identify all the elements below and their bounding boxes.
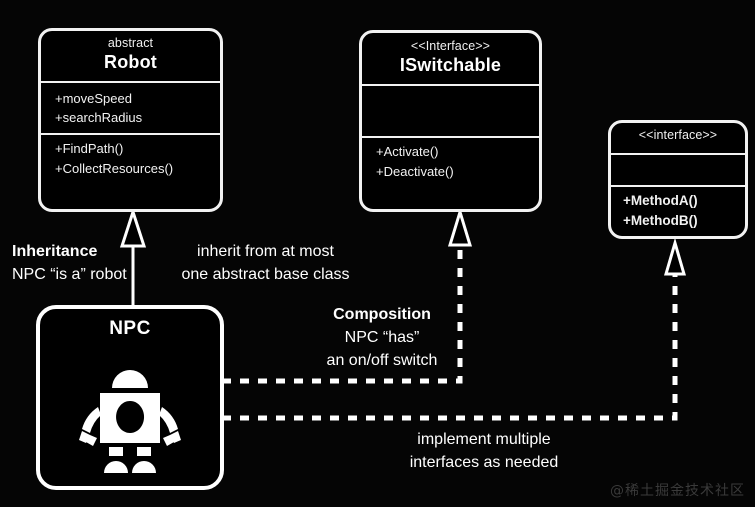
class-operations-iswitchable: +Activate() +Deactivate() bbox=[362, 138, 539, 185]
npc-label: NPC bbox=[109, 318, 151, 339]
class-box-robot[interactable]: abstract Robot +moveSpeed +searchRadius … bbox=[38, 28, 223, 212]
class-attribute: +moveSpeed bbox=[55, 90, 132, 106]
class-box-npc[interactable]: NPC bbox=[36, 305, 224, 490]
annotation-inherit-note: inherit from at most one abstract base c… bbox=[178, 240, 353, 286]
annotation-inheritance: Inheritance NPC “is a” robot bbox=[12, 240, 127, 286]
annotation-line: NPC “has” bbox=[344, 329, 420, 347]
class-operation: +Deactivate() bbox=[376, 163, 454, 179]
class-header-generic-interface: <<interface>> bbox=[611, 123, 745, 155]
annotation-implement-note: implement multiple interfaces as needed bbox=[385, 428, 583, 474]
class-name: ISwitchable bbox=[399, 54, 502, 75]
annotation-line: Inheritance bbox=[12, 243, 98, 260]
annotation-line: Composition bbox=[333, 306, 431, 323]
annotation-line: implement multiple bbox=[417, 431, 551, 448]
annotation-composition: Composition NPC “has” an on/off switch bbox=[308, 303, 456, 373]
class-operation: +MethodB() bbox=[623, 213, 698, 229]
class-name: Robot bbox=[104, 52, 157, 73]
class-header-robot: abstract Robot bbox=[41, 31, 220, 83]
class-stereotype: abstract bbox=[107, 36, 154, 51]
class-operation: +MethodA() bbox=[623, 193, 698, 208]
class-attributes-generic-interface bbox=[611, 155, 745, 187]
annotation-line: one abstract base class bbox=[181, 266, 350, 284]
class-attribute: +searchRadius bbox=[55, 110, 143, 125]
annotation-line: interfaces as needed bbox=[409, 454, 559, 472]
class-attributes-robot: +moveSpeed +searchRadius bbox=[41, 83, 220, 135]
relation-npc-to-robot bbox=[119, 207, 147, 305]
class-box-generic-interface[interactable]: <<interface>> +MethodA() +MethodB() bbox=[608, 120, 748, 239]
class-operations-generic-interface: +MethodA() +MethodB() bbox=[611, 187, 745, 236]
class-operation: +Activate() bbox=[376, 144, 439, 159]
class-operation: +CollectResources() bbox=[55, 160, 174, 176]
relation-npc-to-generic-interface bbox=[222, 237, 686, 421]
class-attributes-iswitchable bbox=[362, 86, 539, 138]
robot-icon bbox=[40, 355, 220, 479]
class-operations-robot: +FindPath() +CollectResources() bbox=[41, 135, 220, 182]
class-stereotype: <<Interface>> bbox=[410, 38, 491, 53]
annotation-line: inherit from at most bbox=[197, 243, 334, 260]
watermark: @稀土掘金技术社区 bbox=[610, 483, 745, 499]
class-stereotype: <<interface>> bbox=[638, 128, 718, 143]
class-header-iswitchable: <<Interface>> ISwitchable bbox=[362, 33, 539, 86]
annotation-line: an on/off switch bbox=[326, 352, 438, 370]
class-operation: +FindPath() bbox=[55, 141, 124, 156]
class-box-iswitchable[interactable]: <<Interface>> ISwitchable +Activate() +D… bbox=[359, 30, 542, 212]
relation-npc-to-iswitchable bbox=[222, 206, 473, 384]
annotation-line: NPC “is a” robot bbox=[12, 266, 127, 284]
